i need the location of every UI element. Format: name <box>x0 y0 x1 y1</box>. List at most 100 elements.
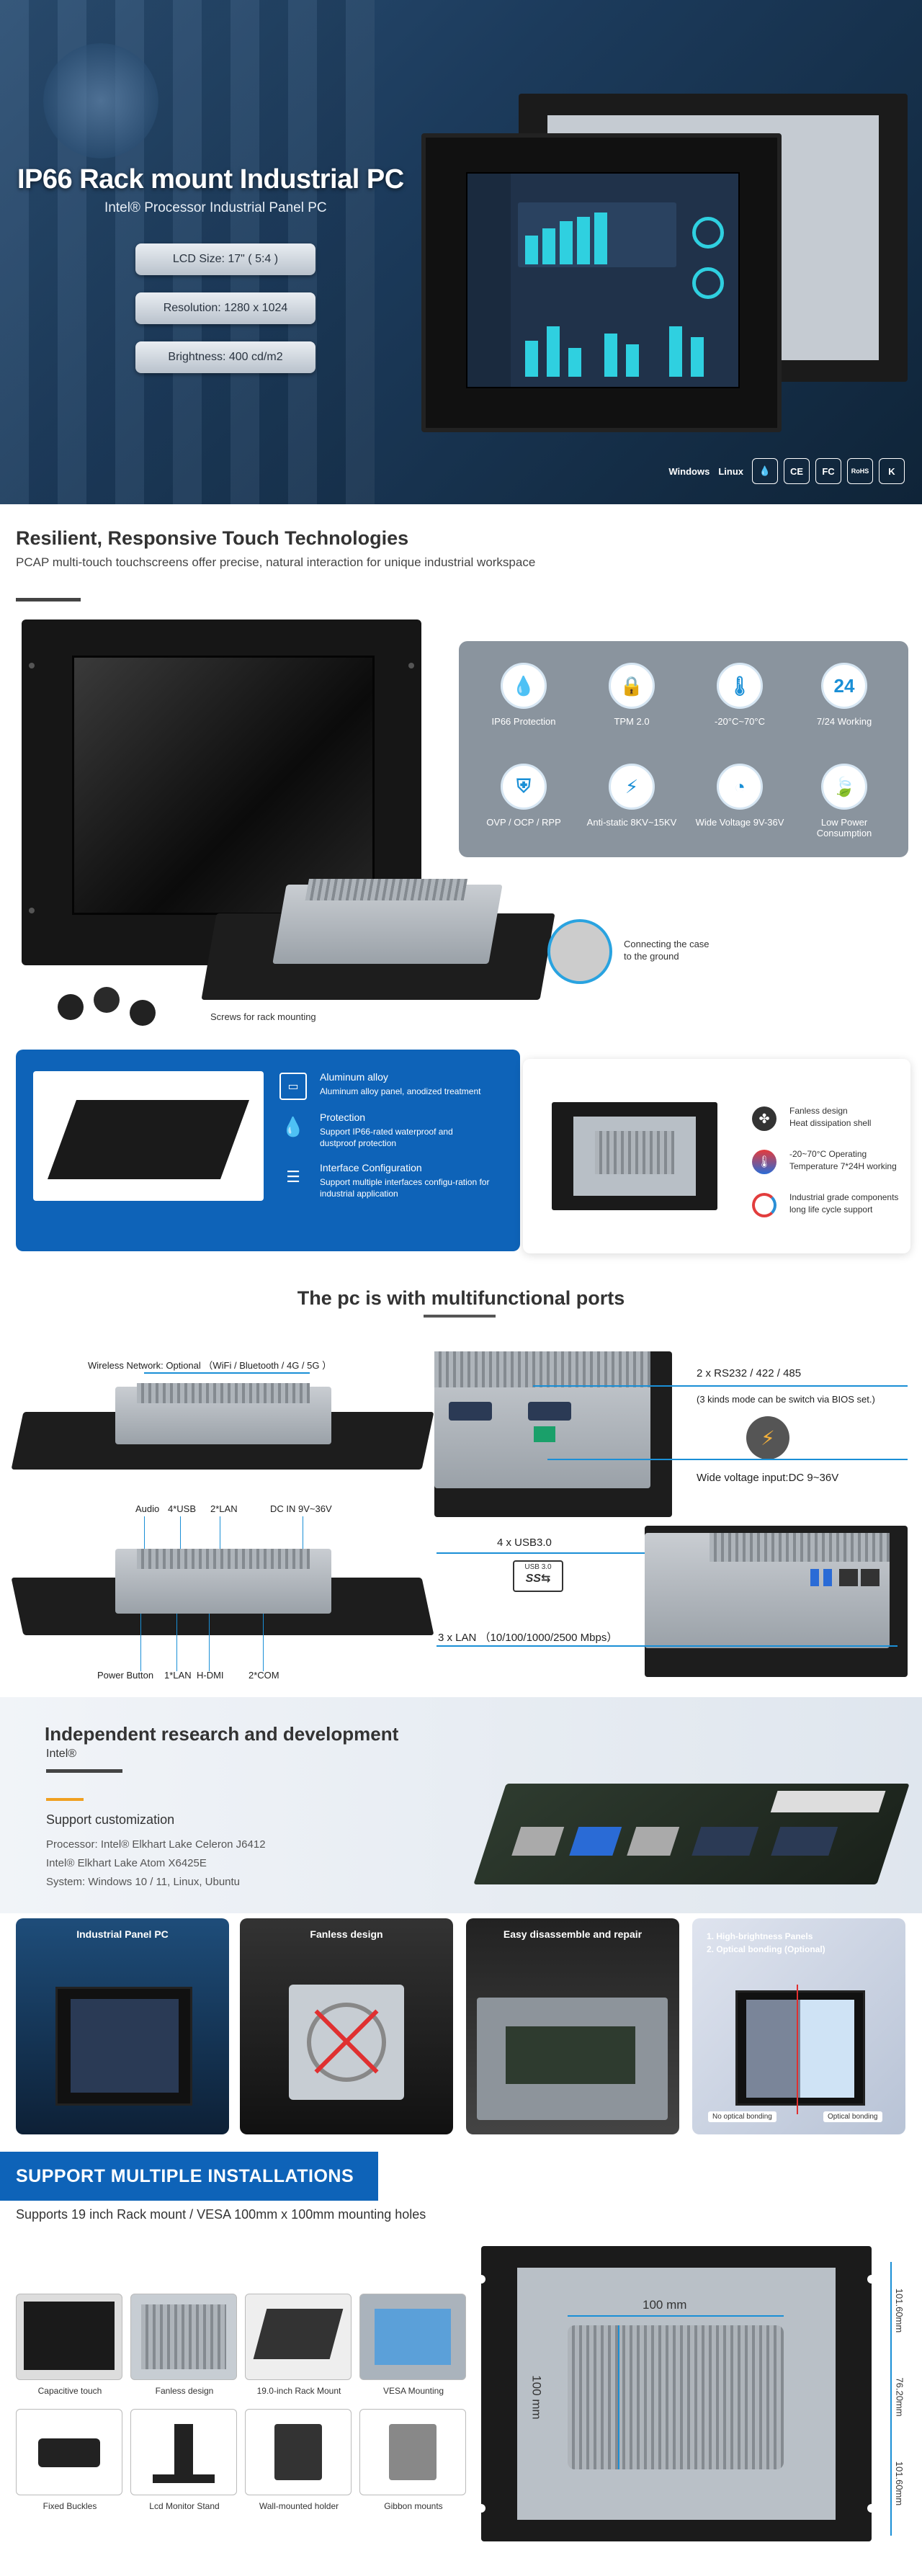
dimension-right-3: 101.60mm <box>894 2461 905 2506</box>
hero-subtitle: Intel® Processor Industrial Panel PC <box>104 200 327 215</box>
clock-icon: 24 <box>821 663 867 709</box>
motherboard-image <box>473 1784 910 1884</box>
wireless-label: Wireless Network: Optional （WiFi / Bluet… <box>88 1360 332 1371</box>
voltage-label: Wide voltage input:DC 9~36V <box>697 1472 839 1484</box>
system-line: System: Windows 10 / 11, Linux, Ubuntu <box>46 1876 241 1888</box>
spec-brightness: Brightness: 400 cd/m2 <box>135 341 315 373</box>
feature-ip66: 💧IP66 Protection <box>477 663 570 727</box>
aluminum-desc: Aluminum alloy panel, anodized treatment <box>320 1086 481 1096</box>
thumb-gibbon-mount <box>359 2409 466 2495</box>
screws-image <box>58 980 173 1030</box>
ports-title: The pc is with multifunctional ports <box>297 1287 625 1309</box>
processor-line-2: Intel® Elkhart Lake Atom X6425E <box>46 1857 207 1869</box>
thumb-fanless <box>130 2294 237 2380</box>
spec-lcd-size: LCD Size: 17" ( 5:4 ) <box>135 243 315 275</box>
divider <box>46 1769 122 1773</box>
intel-brand: Intel® <box>46 1748 77 1760</box>
power-icon: ⚡ <box>746 1416 789 1459</box>
card-high-brightness: 1. High-brightness Panels 2. Optical bon… <box>692 1918 905 2134</box>
components-title: Industrial grade components <box>789 1192 899 1202</box>
installations-desc: Supports 19 inch Rack mount / VESA 100mm… <box>16 2207 426 2222</box>
material-panel: ▭ Aluminum alloy Aluminum alloy panel, a… <box>16 1050 520 1251</box>
callout-line <box>209 1614 210 1671</box>
aluminum-icon: ▭ <box>279 1073 307 1100</box>
brightness-point-1: 1. High-brightness Panels <box>707 1931 813 1941</box>
callout-line <box>176 1614 177 1671</box>
research-title: Independent research and development <box>45 1723 399 1745</box>
crossed-fan-icon <box>289 1985 404 2100</box>
caption-gibbon: Gibbon mounts <box>384 2501 443 2511</box>
thumb-capacitive-touch <box>16 2294 122 2380</box>
temperature-icon: 🌡 <box>752 1150 776 1174</box>
callout-line <box>140 1614 141 1671</box>
caption-rack: 19.0-inch Rack Mount <box>256 2386 341 2396</box>
linux-logo: Linux <box>718 465 743 477</box>
kc-icon: K <box>879 458 905 484</box>
dimension-right-1: 101.60mm <box>894 2288 905 2333</box>
spec-resolution: Resolution: 1280 x 1024 <box>135 292 315 324</box>
bonding-label: Optical bonding <box>823 2111 882 2122</box>
thumb-fixed-buckles <box>16 2409 122 2495</box>
sliders-icon: ☰ <box>286 1168 300 1186</box>
rear-view-image <box>552 1102 717 1210</box>
com-label: 2*COM <box>249 1670 279 1681</box>
thumb-vesa <box>359 2294 466 2380</box>
fanless-title: Fanless design <box>789 1106 848 1116</box>
voltage-callout-line <box>547 1459 908 1460</box>
certification-badges: Windows Linux 💧 CE FC RoHS K <box>668 458 905 484</box>
water-drop-icon: 💧 <box>281 1115 305 1137</box>
divider <box>424 1315 496 1318</box>
operating-temp-desc: Temperature 7*24H working <box>789 1161 897 1171</box>
usb-label: 4*USB <box>168 1503 197 1514</box>
interface-desc: Support multiple interfaces configu-rati… <box>320 1177 490 1199</box>
processor-line-1: Processor: Intel® Elkhart Lake Celeron J… <box>46 1838 266 1851</box>
card-fanless-design: Fanless design <box>240 1918 453 2134</box>
components-desc: long life cycle support <box>789 1204 873 1215</box>
brightness-point-2: 2. Optical bonding (Optional) <box>707 1944 825 1954</box>
feature-protection: ⛨OVP / OCP / RPP <box>477 764 570 828</box>
dcin-label: DC IN 9V~36V <box>270 1503 332 1514</box>
caption-capacitive: Capacitive touch <box>37 2386 102 2396</box>
rear-dimension-image <box>477 2246 876 2541</box>
caption-vesa: VESA Mounting <box>382 2386 444 2396</box>
lan1-label: 1*LAN <box>164 1670 192 1681</box>
audio-label: Audio <box>135 1503 160 1514</box>
ce-icon: CE <box>784 458 810 484</box>
caption-fanless: Fanless design <box>155 2386 214 2396</box>
divider <box>16 598 81 601</box>
card-easy-disassemble: Easy disassemble and repair <box>466 1918 679 2134</box>
rear-panel-image <box>201 879 555 1000</box>
protection-desc: Support IP66-rated waterproof and dustpr… <box>320 1127 453 1148</box>
caption-wall: Wall-mounted holder <box>259 2501 339 2511</box>
rohs-icon: RoHS <box>847 458 873 484</box>
monitor-front-view <box>421 133 782 432</box>
water-drop-icon: 💧 <box>501 663 547 709</box>
no-bonding-label: No optical bonding <box>708 2111 776 2122</box>
feature-grid: 💧IP66 Protection 🔒TPM 2.0 🌡-20°C~70°C 24… <box>459 641 908 857</box>
heatsink-fins <box>137 1549 310 1569</box>
fanless-desc: Heat dissipation shell <box>789 1118 872 1128</box>
touch-section-desc: PCAP multi-touch touchscreens offer prec… <box>16 555 536 569</box>
thermometer-icon: 🌡 <box>717 663 763 709</box>
thumb-wall-mount <box>245 2409 352 2495</box>
heatsink-fins <box>137 1383 310 1403</box>
dimension-right-2: 76.20mm <box>894 2377 905 2417</box>
dashboard-screen <box>466 172 740 388</box>
thumb-rack-mount <box>245 2294 352 2380</box>
protection-title: Protection <box>320 1112 366 1123</box>
ip-rating-icon: 💧 <box>752 458 778 484</box>
shield-icon: ⛨ <box>501 764 547 810</box>
rs232-callout-line <box>533 1385 908 1387</box>
callout-line <box>263 1614 264 1671</box>
gauge-icon: ◔ <box>717 764 763 810</box>
wireless-callout-line <box>144 1372 310 1374</box>
touch-section-title: Resilient, Responsive Touch Technologies <box>16 527 409 549</box>
callout-line <box>180 1516 181 1552</box>
accent-bar <box>46 1798 84 1801</box>
installations-banner: SUPPORT MULTIPLE INSTALLATIONS <box>0 2152 378 2201</box>
feature-low-power: 🍃Low Power Consumption <box>797 764 891 838</box>
feature-wide-voltage: ◔Wide Voltage 9V-36V <box>693 764 787 828</box>
